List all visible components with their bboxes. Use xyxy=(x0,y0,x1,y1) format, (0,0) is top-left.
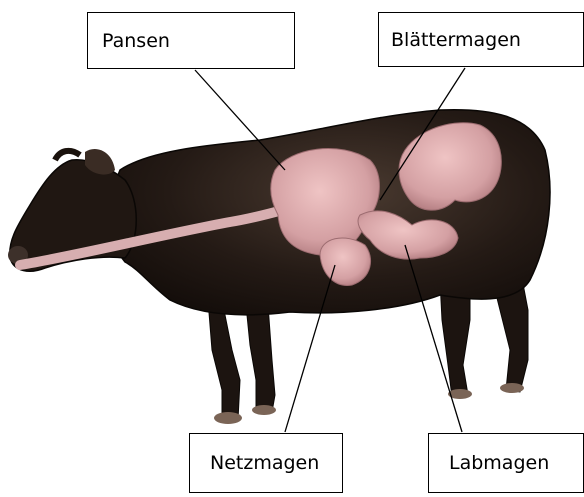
label-netzmagen-text: Netzmagen xyxy=(210,452,319,474)
label-netzmagen: Netzmagen xyxy=(189,433,343,493)
label-blaettermagen-text: Blättermagen xyxy=(391,29,521,51)
label-labmagen-text: Labmagen xyxy=(449,452,549,474)
label-labmagen: Labmagen xyxy=(428,433,584,493)
label-blaettermagen: Blättermagen xyxy=(378,12,584,67)
label-pansen-text: Pansen xyxy=(102,30,170,52)
cow-horn xyxy=(55,151,80,160)
label-pansen: Pansen xyxy=(87,12,295,69)
